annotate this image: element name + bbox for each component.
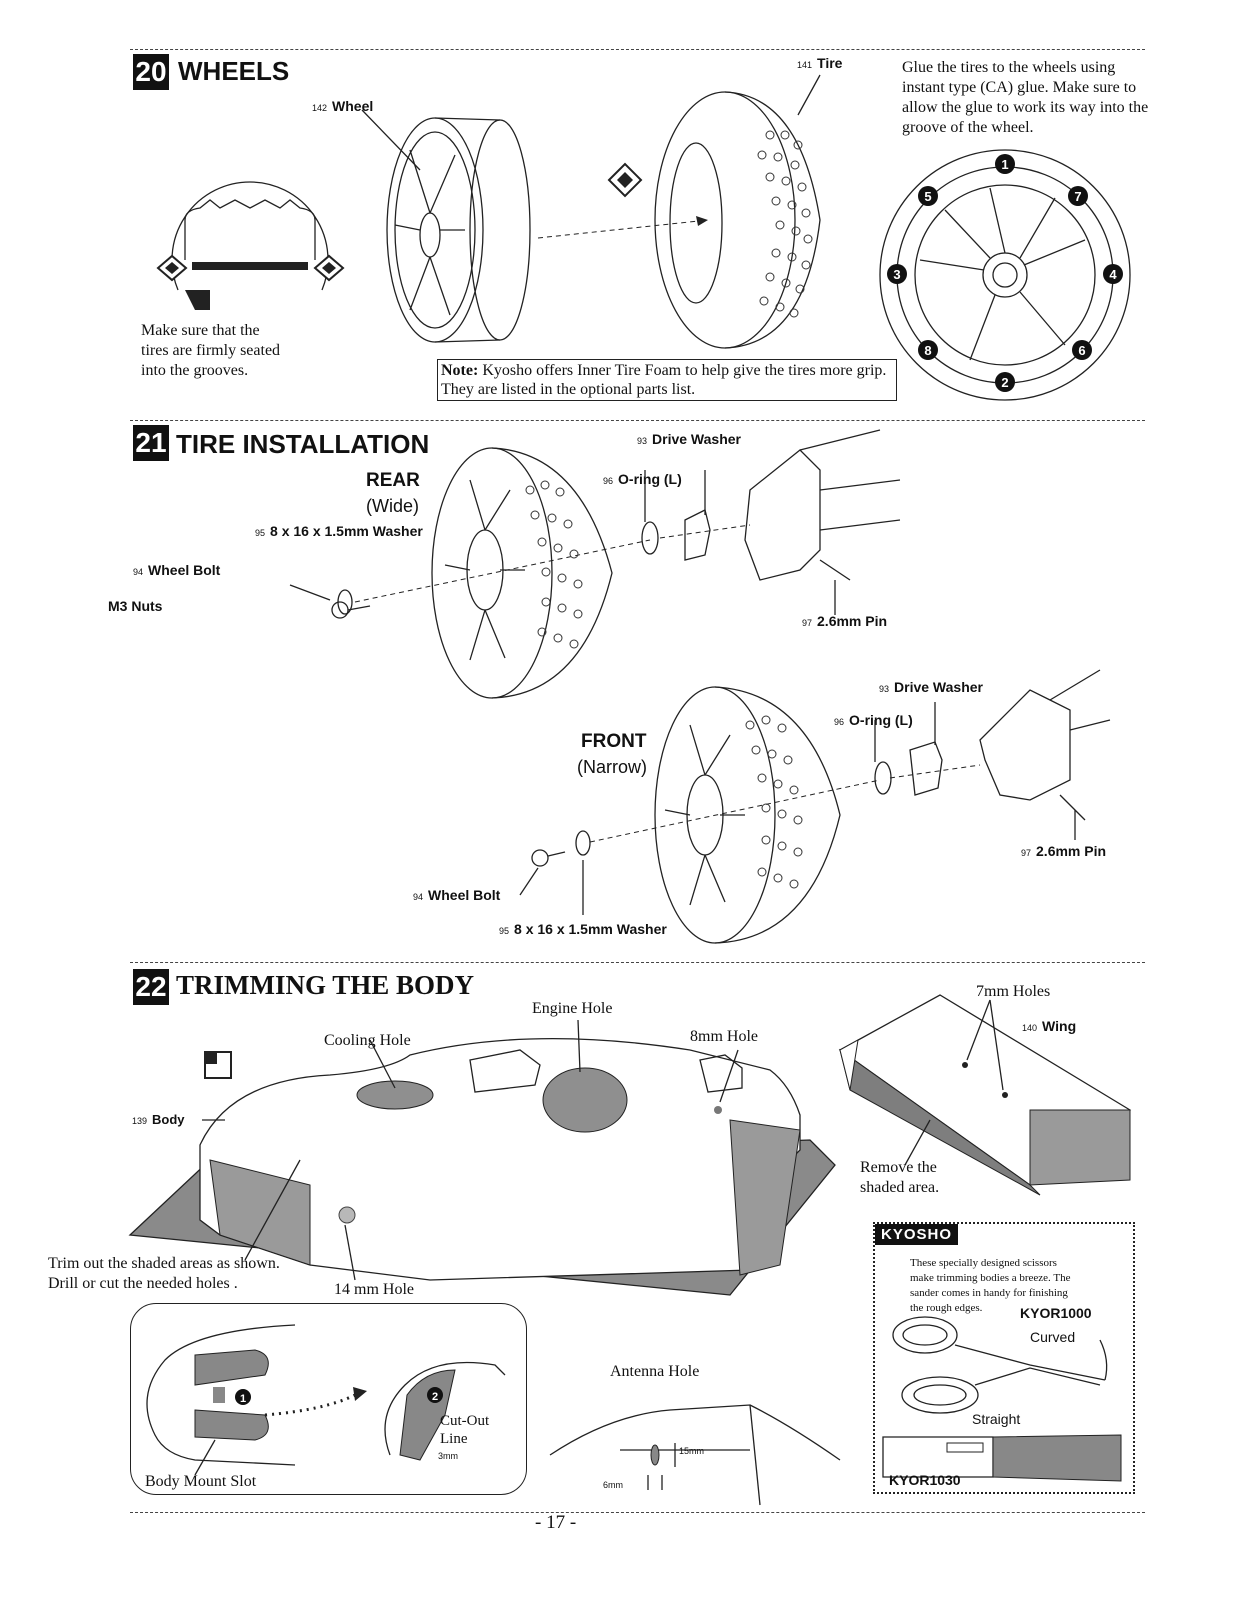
- cooling-hole-label: Cooling Hole: [324, 1032, 411, 1049]
- step-marker-1: 1: [240, 1393, 246, 1405]
- 15mm-dimension: 15mm: [679, 1446, 705, 1456]
- 7mm-holes-label: 7mm Holes: [976, 983, 1051, 1000]
- cutout-line-label: Cut-Out Line: [440, 1413, 490, 1447]
- body-mount-inset: [130, 1303, 527, 1495]
- step-number-21: 21: [133, 425, 169, 461]
- body-mount-slot-drawing: 1 2: [146, 1324, 506, 1476]
- 3mm-dimension: 3mm: [438, 1451, 458, 1461]
- section-divider: [130, 962, 1145, 963]
- step-number-22: 22: [133, 969, 169, 1005]
- glue-order-5: 5: [924, 189, 931, 204]
- antenna-hole-drawing: [549, 1404, 841, 1506]
- step-title-tire-installation: TIRE INSTALLATION: [176, 429, 430, 459]
- straight-scissors-label: Straight: [972, 1411, 1021, 1427]
- m3-nuts-label: M3 Nuts: [108, 598, 163, 614]
- part-number-kyor1000: KYOR1000: [1020, 1305, 1092, 1321]
- wheel-to-tire-arrow: [537, 216, 709, 239]
- part-number-kyor1030: KYOR1030: [889, 1472, 961, 1488]
- note-box: Note: Kyosho offers Inner Tire Foam to h…: [437, 359, 897, 401]
- kyosho-tools-description: These specially designed scissors make t…: [910, 1257, 1071, 1314]
- antenna-hole-label: Antenna Hole: [610, 1363, 700, 1380]
- trim-instructions: Trim out the shaded areas as shown. Dril…: [48, 1255, 280, 1292]
- step-marker-2: 2: [432, 1391, 438, 1403]
- glue-order-3: 3: [893, 267, 900, 282]
- remove-instructions: Remove the shaded area.: [860, 1159, 940, 1196]
- glue-instructions: Glue the tires to the wheels using insta…: [902, 59, 1149, 136]
- seat-instructions: Make sure that the tires are firmly seat…: [141, 322, 281, 379]
- sander-drawing: [882, 1434, 1122, 1482]
- tire-cross-section-diagram: [156, 181, 345, 310]
- tire-drawing: [654, 74, 821, 349]
- note-label: Note:: [441, 362, 479, 379]
- kyosho-tools-box: [873, 1222, 1135, 1494]
- engine-hole-label: Engine Hole: [532, 1000, 613, 1017]
- glue-order-6: 6: [1078, 343, 1085, 358]
- 14mm-hole-label: 14 mm Hole: [334, 1281, 414, 1298]
- curved-scissors-label: Curved: [1030, 1329, 1076, 1345]
- 8mm-hole-label: 8mm Hole: [690, 1028, 758, 1045]
- body-mount-slot-label: Body Mount Slot: [145, 1473, 257, 1490]
- rear-tire-assembly-drawing: [289, 429, 901, 699]
- page-number: - 17 -: [535, 1512, 577, 1533]
- rear-title: REAR: [366, 470, 420, 491]
- note-text: Kyosho offers Inner Tire Foam to help gi…: [441, 362, 887, 398]
- front-title: FRONT: [581, 731, 647, 752]
- scissors-drawing: [892, 1316, 1108, 1414]
- step-title-wheels: WHEELS: [178, 56, 290, 86]
- section-divider: [130, 420, 1145, 421]
- kyosho-logo: KYOSHO: [875, 1224, 959, 1245]
- front-subtitle: (Narrow): [577, 757, 647, 777]
- footer-divider: [130, 1512, 1145, 1513]
- front-tire-assembly-drawing: [519, 669, 1111, 944]
- glue-order-7: 7: [1074, 189, 1081, 204]
- install-direction-icon: [607, 162, 643, 198]
- 6mm-dimension: 6mm: [603, 1480, 623, 1490]
- step-number-20: 20: [133, 54, 169, 90]
- scissors-indicator-icon: [204, 1051, 232, 1079]
- rear-subtitle: (Wide): [366, 496, 419, 516]
- body-shell-drawing: [128, 1019, 836, 1296]
- wing-drawing: [838, 994, 1132, 1196]
- glue-order-8: 8: [924, 343, 931, 358]
- section-divider: [130, 49, 1145, 50]
- wheel-drawing: [361, 109, 531, 343]
- step-title-trimming-the-body: TRIMMING THE BODY: [176, 970, 475, 1000]
- glue-order-1: 1: [1001, 157, 1008, 172]
- glue-order-2: 2: [1001, 375, 1008, 390]
- glue-order-diagram: 1 2 3 4 5 6 7 8: [879, 149, 1131, 401]
- glue-order-4: 4: [1109, 267, 1117, 282]
